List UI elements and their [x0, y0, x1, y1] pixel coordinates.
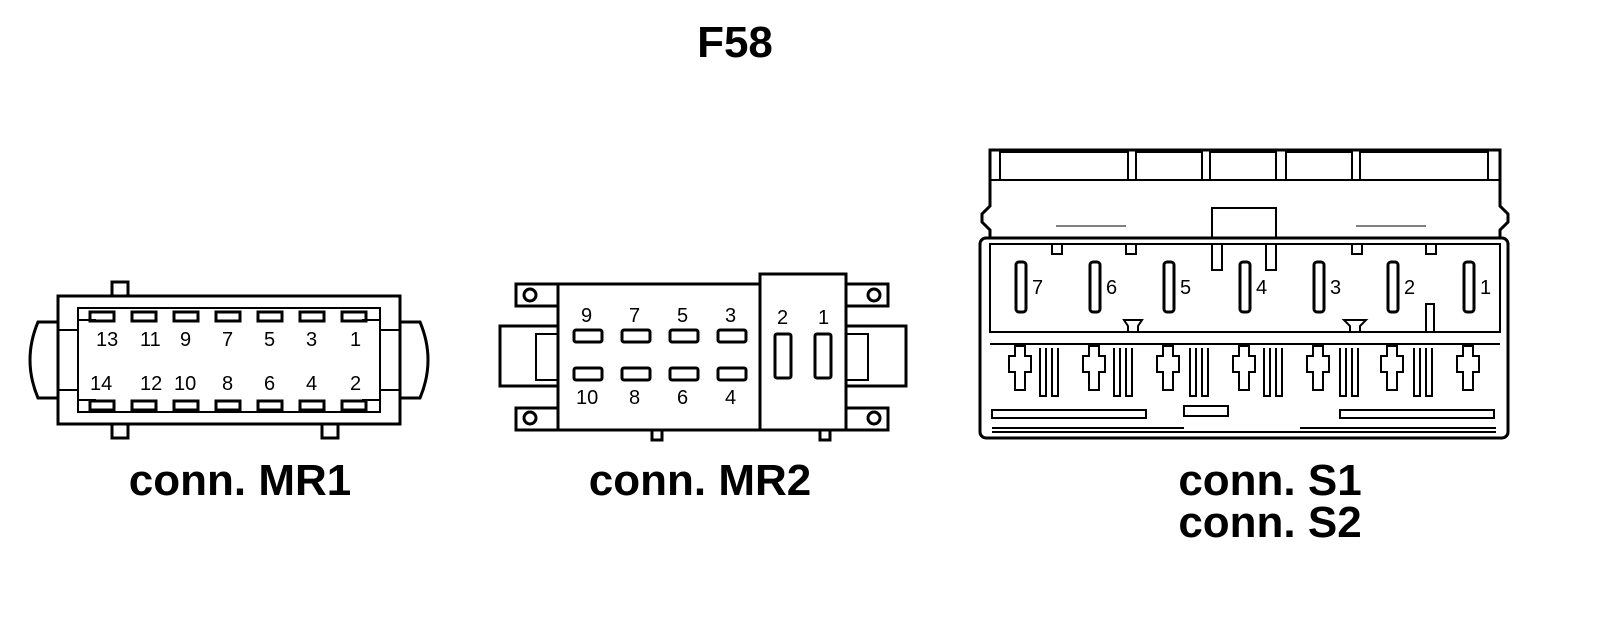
s-pin-label: 2	[1404, 277, 1415, 299]
mr1-pin-label: 14	[90, 373, 112, 395]
s-pin-label: 1	[1480, 277, 1491, 299]
mr1-pin-label: 11	[140, 329, 161, 351]
mr2-pin-label: 3	[725, 305, 736, 327]
mr2-pin-label: 6	[677, 387, 688, 409]
s-pin-label: 6	[1106, 277, 1117, 299]
mr2-pin-label: 1	[818, 307, 829, 329]
mr1-pin-label: 6	[264, 373, 275, 395]
mr1-pin-label: 2	[350, 373, 361, 395]
connector-mr2	[498, 272, 908, 442]
mr1-pin-label: 4	[306, 373, 317, 395]
mr1-pin-label: 12	[140, 373, 162, 395]
connector-s1-s2	[978, 148, 1510, 440]
mr1-pin-label: 13	[96, 329, 118, 351]
diagram-title: F58	[697, 18, 773, 67]
s-pin-label: 4	[1256, 277, 1267, 299]
mr1-pin-label: 5	[264, 329, 275, 351]
connector-mr1	[28, 280, 430, 440]
connector-s1-label: conn. S1	[1178, 456, 1362, 505]
s-pin-label: 7	[1032, 277, 1043, 299]
mr2-pin-label: 7	[629, 305, 640, 327]
mr2-pin-label: 9	[581, 305, 592, 327]
connector-s1-s2-label: conn. S1 conn. S2	[1130, 456, 1410, 547]
mr2-pin-label: 5	[677, 305, 688, 327]
mr1-pin-label: 10	[174, 373, 196, 395]
mr1-pin-label: 7	[222, 329, 233, 351]
mr1-pin-label: 9	[180, 329, 191, 351]
mr2-pin-label: 4	[725, 387, 736, 409]
mr1-pin-label: 1	[350, 329, 361, 351]
s-pin-label: 3	[1330, 277, 1341, 299]
s-pin-label: 5	[1180, 277, 1191, 299]
mr1-pin-label: 8	[222, 373, 233, 395]
mr2-pin-label: 10	[576, 387, 598, 409]
mr2-pin-label: 2	[777, 307, 788, 329]
connector-mr1-label: conn. MR1	[128, 456, 352, 505]
connector-s2-label: conn. S2	[1178, 498, 1362, 547]
connector-mr2-label: conn. MR2	[588, 456, 812, 505]
mr2-pin-label: 8	[629, 387, 640, 409]
mr1-pin-label: 3	[306, 329, 317, 351]
